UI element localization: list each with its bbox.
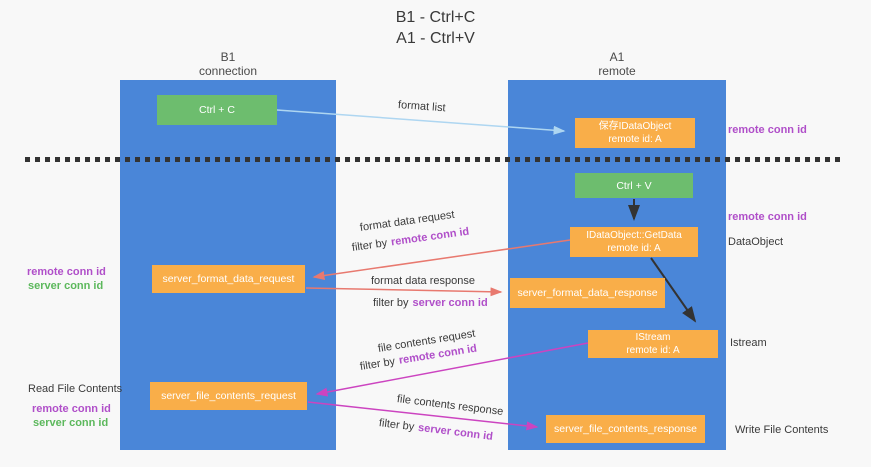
istream-box: IStream remote id: A <box>588 330 718 358</box>
diagram-title: B1 - Ctrl+C A1 - Ctrl+V <box>0 7 871 49</box>
server-format-data-response-label: server_format_data_response <box>517 287 658 299</box>
lane-a1-subtitle: remote <box>598 64 636 78</box>
dataobject-label: DataObject <box>728 236 784 248</box>
getdata-line1: IDataObject::GetData <box>586 230 682 241</box>
title-line-1: B1 - Ctrl+C <box>395 9 476 26</box>
saved-idataobject-box: 保存IDataObject remote id: A <box>575 118 695 148</box>
lane-header-b1: B1 connection <box>120 50 336 78</box>
saved-idataobject-line2: remote id: A <box>608 134 662 145</box>
ctrl-c-label: Ctrl + C <box>199 104 235 116</box>
filter-remote-conn-id-1: remote conn id <box>390 225 470 249</box>
left-server-conn-id-label-1: server conn id <box>28 280 104 292</box>
filter-by-text-3: filter by <box>359 355 396 373</box>
server-format-data-request-label: server_format_data_request <box>162 273 295 285</box>
format-list-arrow-label: format list <box>397 99 446 115</box>
ctrl-c-box: Ctrl + C <box>157 95 277 125</box>
read-file-contents-label: Read File Contents <box>28 383 123 395</box>
istream-line2: remote id: A <box>626 345 680 356</box>
istream-line1: IStream <box>635 332 671 343</box>
ctrl-v-label: Ctrl + V <box>616 179 652 192</box>
lane-a1-name: A1 <box>609 50 625 64</box>
format-data-response-arrow-label: format data response <box>371 275 475 287</box>
title-line-2: A1 - Ctrl+V <box>396 30 475 47</box>
remote-conn-id-label-mid: remote conn id <box>728 211 807 223</box>
server-format-data-request-box: server_format_data_request <box>152 265 305 293</box>
getdata-box: IDataObject::GetData remote id: A <box>570 227 698 257</box>
remote-conn-id-label-top: remote conn id <box>728 124 807 136</box>
ctrl-v-box: Ctrl + V <box>575 173 693 198</box>
write-file-contents-label: Write File Contents <box>735 424 829 436</box>
filter-by-text-1: filter by <box>351 237 388 254</box>
saved-idataobject-line1: 保存IDataObject <box>598 121 672 132</box>
istream-side-label: Istream <box>730 337 767 349</box>
lane-header-a1: A1 remote <box>508 50 726 78</box>
filter-server-conn-id-4: server conn id <box>417 421 494 443</box>
filter-by-text-4: filter by <box>378 417 415 434</box>
server-format-data-response-box: server_format_data_response <box>510 278 665 308</box>
server-file-contents-request-label: server_file_contents_request <box>161 390 296 402</box>
server-file-contents-request-box: server_file_contents_request <box>150 382 307 410</box>
file-contents-response-arrow-label: file contents response <box>396 393 504 418</box>
left-remote-conn-id-label-2: remote conn id <box>32 403 111 415</box>
lane-b1-name: B1 <box>220 50 236 64</box>
server-file-contents-response-label: server_file_contents_response <box>553 423 697 435</box>
left-server-conn-id-label-2: server conn id <box>33 417 109 429</box>
lane-b1-subtitle: connection <box>198 64 258 78</box>
server-file-contents-response-box: server_file_contents_response <box>546 415 705 443</box>
filter-by-text-2: filter by <box>373 297 409 309</box>
phase-separator-dashed-line <box>25 157 845 162</box>
getdata-line2: remote id: A <box>607 243 661 254</box>
left-remote-conn-id-label-1: remote conn id <box>27 266 106 278</box>
filter-server-conn-id-2: server conn id <box>412 297 488 309</box>
